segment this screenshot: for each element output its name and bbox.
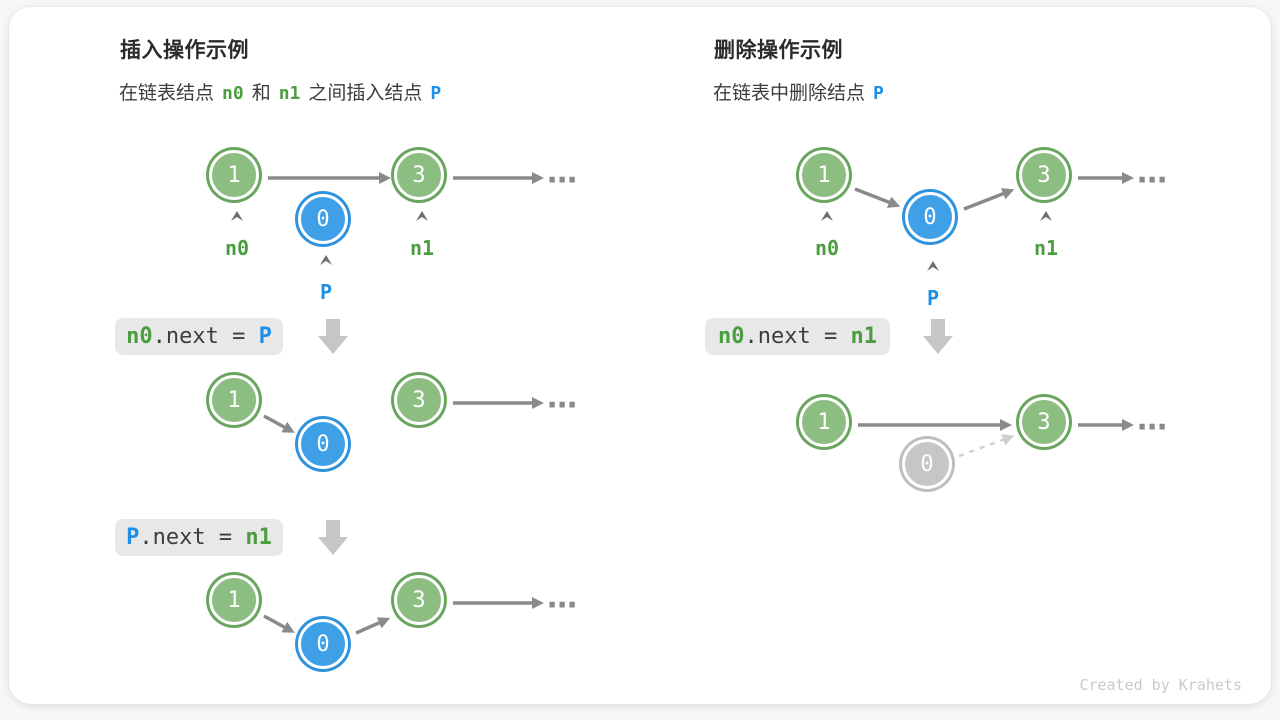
insert-subtitle: 在链表结点 n0 和 n1 之间插入结点 P — [119, 78, 441, 105]
ellipsis: ⋯ — [547, 163, 577, 198]
node-3: 3 — [394, 150, 444, 200]
node-1: 1 — [799, 150, 849, 200]
code-rhs: P — [258, 324, 272, 349]
subtitle-text: 在链表结点 — [119, 83, 215, 104]
label-p: P — [319, 280, 333, 304]
label-n0: n0 — [814, 236, 840, 260]
node-1: 1 — [209, 150, 259, 200]
token-n1: n1 — [278, 83, 301, 104]
subtitle-text: 在链表中删除结点 — [713, 83, 866, 104]
node-3: 3 — [394, 575, 444, 625]
node-0-removed: 0 — [902, 439, 952, 489]
remove-subtitle: 在链表中删除结点 P — [713, 78, 884, 105]
ellipsis: ⋯ — [547, 388, 577, 423]
label-n1: n1 — [1033, 236, 1059, 260]
token-n0: n0 — [222, 83, 244, 104]
ellipsis: ⋯ — [547, 588, 577, 623]
token-p: P — [430, 83, 442, 104]
node-1: 1 — [209, 375, 259, 425]
node-1: 1 — [209, 575, 259, 625]
code-pill-n0-next: n0.next = P — [115, 318, 283, 355]
code-mid: .next = — [152, 324, 259, 349]
figure-card — [9, 7, 1271, 704]
code-lhs: n0 — [718, 324, 745, 349]
code-pill-p-next: P.next = n1 — [115, 519, 283, 556]
token-p: P — [873, 83, 884, 104]
node-3: 3 — [1019, 150, 1069, 200]
code-lhs: P — [126, 525, 140, 550]
subtitle-text: 和 — [251, 83, 271, 104]
label-n0: n0 — [224, 236, 250, 260]
node-0: 0 — [298, 194, 348, 244]
code-rhs: n1 — [850, 324, 877, 349]
subtitle-text: 之间插入结点 — [308, 83, 423, 104]
code-pill-n0-next: n0.next = n1 — [705, 318, 890, 355]
label-n1: n1 — [409, 236, 435, 260]
credit-text: Created by Krahets — [1079, 676, 1242, 694]
node-0: 0 — [905, 192, 955, 242]
code-mid: .next = — [744, 324, 851, 349]
remove-title: 删除操作示例 — [714, 39, 843, 62]
node-0: 0 — [298, 619, 348, 669]
node-3: 3 — [394, 375, 444, 425]
node-3: 3 — [1019, 397, 1069, 447]
node-0: 0 — [298, 419, 348, 469]
ellipsis: ⋯ — [1137, 163, 1167, 198]
label-p: P — [926, 286, 940, 310]
code-lhs: n0 — [126, 324, 153, 349]
node-1: 1 — [799, 397, 849, 447]
insert-title: 插入操作示例 — [120, 39, 249, 62]
ellipsis: ⋯ — [1137, 410, 1167, 445]
code-rhs: n1 — [245, 525, 272, 550]
code-mid: .next = — [139, 525, 246, 550]
